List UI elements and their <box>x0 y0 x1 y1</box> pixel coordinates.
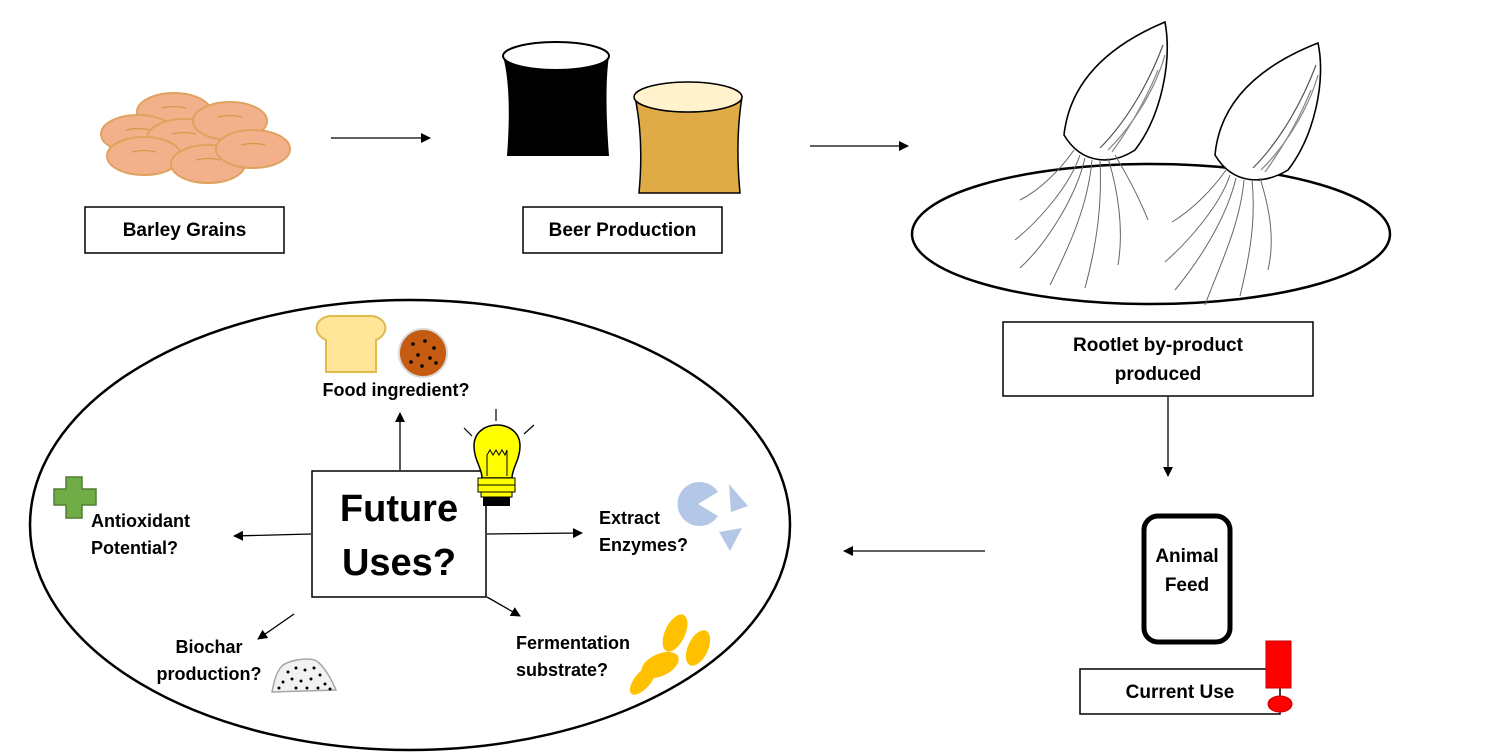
beer-production-label: Beer Production <box>549 220 697 241</box>
light-beer-glass-icon <box>633 81 743 194</box>
animal-feed-label-line1: Animal <box>1155 546 1218 567</box>
antioxidant-label-line1: Antioxidant <box>91 511 190 531</box>
enzymes-label-line1: Extract <box>599 508 660 528</box>
yeast-icon <box>629 614 711 695</box>
arrow-to-enzymes <box>486 528 583 539</box>
arrow-to-biochar <box>257 613 295 640</box>
dark-beer-glass-icon <box>502 41 610 156</box>
enzyme-shapes-icon <box>677 482 748 551</box>
future-uses-label-line1: Future <box>340 488 458 530</box>
rootlet-label-line1: Rootlet by-product <box>1073 335 1244 356</box>
animal-feed-label-line2: Feed <box>1165 575 1209 596</box>
food-ingredient-label: Food ingredient? <box>323 380 470 400</box>
future-uses-box <box>311 470 487 598</box>
arrow-to-fermentation <box>486 596 521 617</box>
rootlet-box <box>1002 321 1314 397</box>
fermentation-label-line2: substrate? <box>516 660 608 680</box>
arrow-to-antioxidant <box>233 530 312 541</box>
biochar-label-line2: production? <box>157 664 262 684</box>
fermentation-label-line1: Fermentation <box>516 633 630 653</box>
biochar-label-line1: Biochar <box>175 637 242 657</box>
biochar-icon <box>271 658 338 693</box>
bread-icon <box>315 315 387 373</box>
rootlet-seed-icon <box>1014 20 1322 306</box>
current-use-label: Current Use <box>1126 682 1235 703</box>
barley-grains-icon <box>100 92 291 184</box>
rootlet-label-line2: produced <box>1115 364 1202 385</box>
barley-grains-box <box>84 206 285 254</box>
beer-production-box <box>522 206 723 254</box>
future-uses-label-line2: Uses? <box>342 542 456 584</box>
enzymes-label-line2: Enzymes? <box>599 535 688 555</box>
rootlet-dish <box>910 162 1392 306</box>
exclamation-icon <box>1265 640 1293 713</box>
lightbulb-icon <box>463 409 535 506</box>
plus-icon <box>53 476 97 519</box>
current-use-box <box>1079 668 1281 715</box>
antioxidant-label-line2: Potential? <box>91 538 178 558</box>
barley-grains-label: Barley Grains <box>123 220 247 241</box>
phone-frame-icon <box>1141 513 1233 645</box>
cookie-icon <box>398 328 448 378</box>
